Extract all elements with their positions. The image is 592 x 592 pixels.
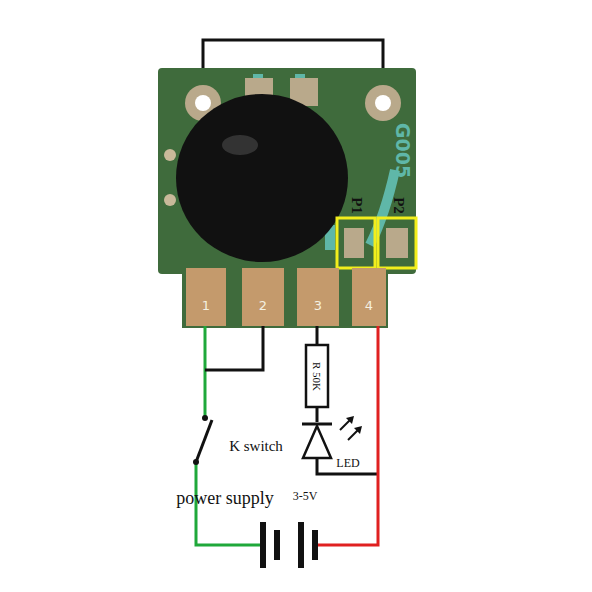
- wire: [316, 407, 319, 422]
- highlight-box: [337, 218, 375, 268]
- chip-blob: [176, 94, 348, 262]
- chip-shine: [222, 135, 258, 155]
- battery-plate: [260, 522, 266, 568]
- led-ray-head: [354, 426, 362, 434]
- wire: [318, 326, 378, 545]
- voltage-label: 3-5V: [293, 490, 318, 502]
- resistor-label: R 50K: [312, 361, 323, 390]
- battery-plate: [312, 530, 318, 560]
- solder-pad: [386, 228, 408, 258]
- hole: [164, 149, 176, 161]
- wire: [205, 326, 263, 370]
- hole: [164, 194, 176, 206]
- led-symbol: [303, 426, 331, 458]
- hole: [375, 95, 391, 111]
- wire: [316, 326, 319, 345]
- supply-label: power supply: [176, 489, 274, 507]
- solder-pad: [344, 228, 364, 258]
- pin-number: 4: [365, 299, 373, 312]
- hole: [195, 95, 211, 111]
- highlight-box: [378, 218, 416, 268]
- pin-number: 2: [259, 299, 267, 312]
- pin-number: 1: [202, 299, 210, 312]
- switch-contact: [202, 415, 208, 421]
- pin-pad: [352, 268, 386, 326]
- board-marking: G005: [393, 122, 412, 177]
- led-ray-head: [346, 416, 354, 424]
- solder-pad: [365, 85, 401, 121]
- wire: [317, 458, 378, 474]
- switch-symbol: [196, 420, 212, 462]
- pad-label: P1: [348, 197, 363, 214]
- pcb-board: [158, 68, 416, 274]
- pin-number: 3: [314, 299, 322, 312]
- pad-label: P2: [390, 197, 405, 214]
- pin-pad: [242, 268, 284, 326]
- wire: [204, 326, 207, 418]
- pin-pad: [297, 268, 339, 326]
- pcb-tab: [182, 262, 388, 328]
- battery-plate: [274, 530, 280, 560]
- switch-contact: [193, 459, 199, 465]
- resistor-symbol: [306, 345, 328, 407]
- battery-plate: [298, 522, 304, 568]
- led-label: LED: [336, 457, 359, 469]
- pin-pad: [186, 268, 226, 326]
- switch-label: K switch: [229, 439, 283, 454]
